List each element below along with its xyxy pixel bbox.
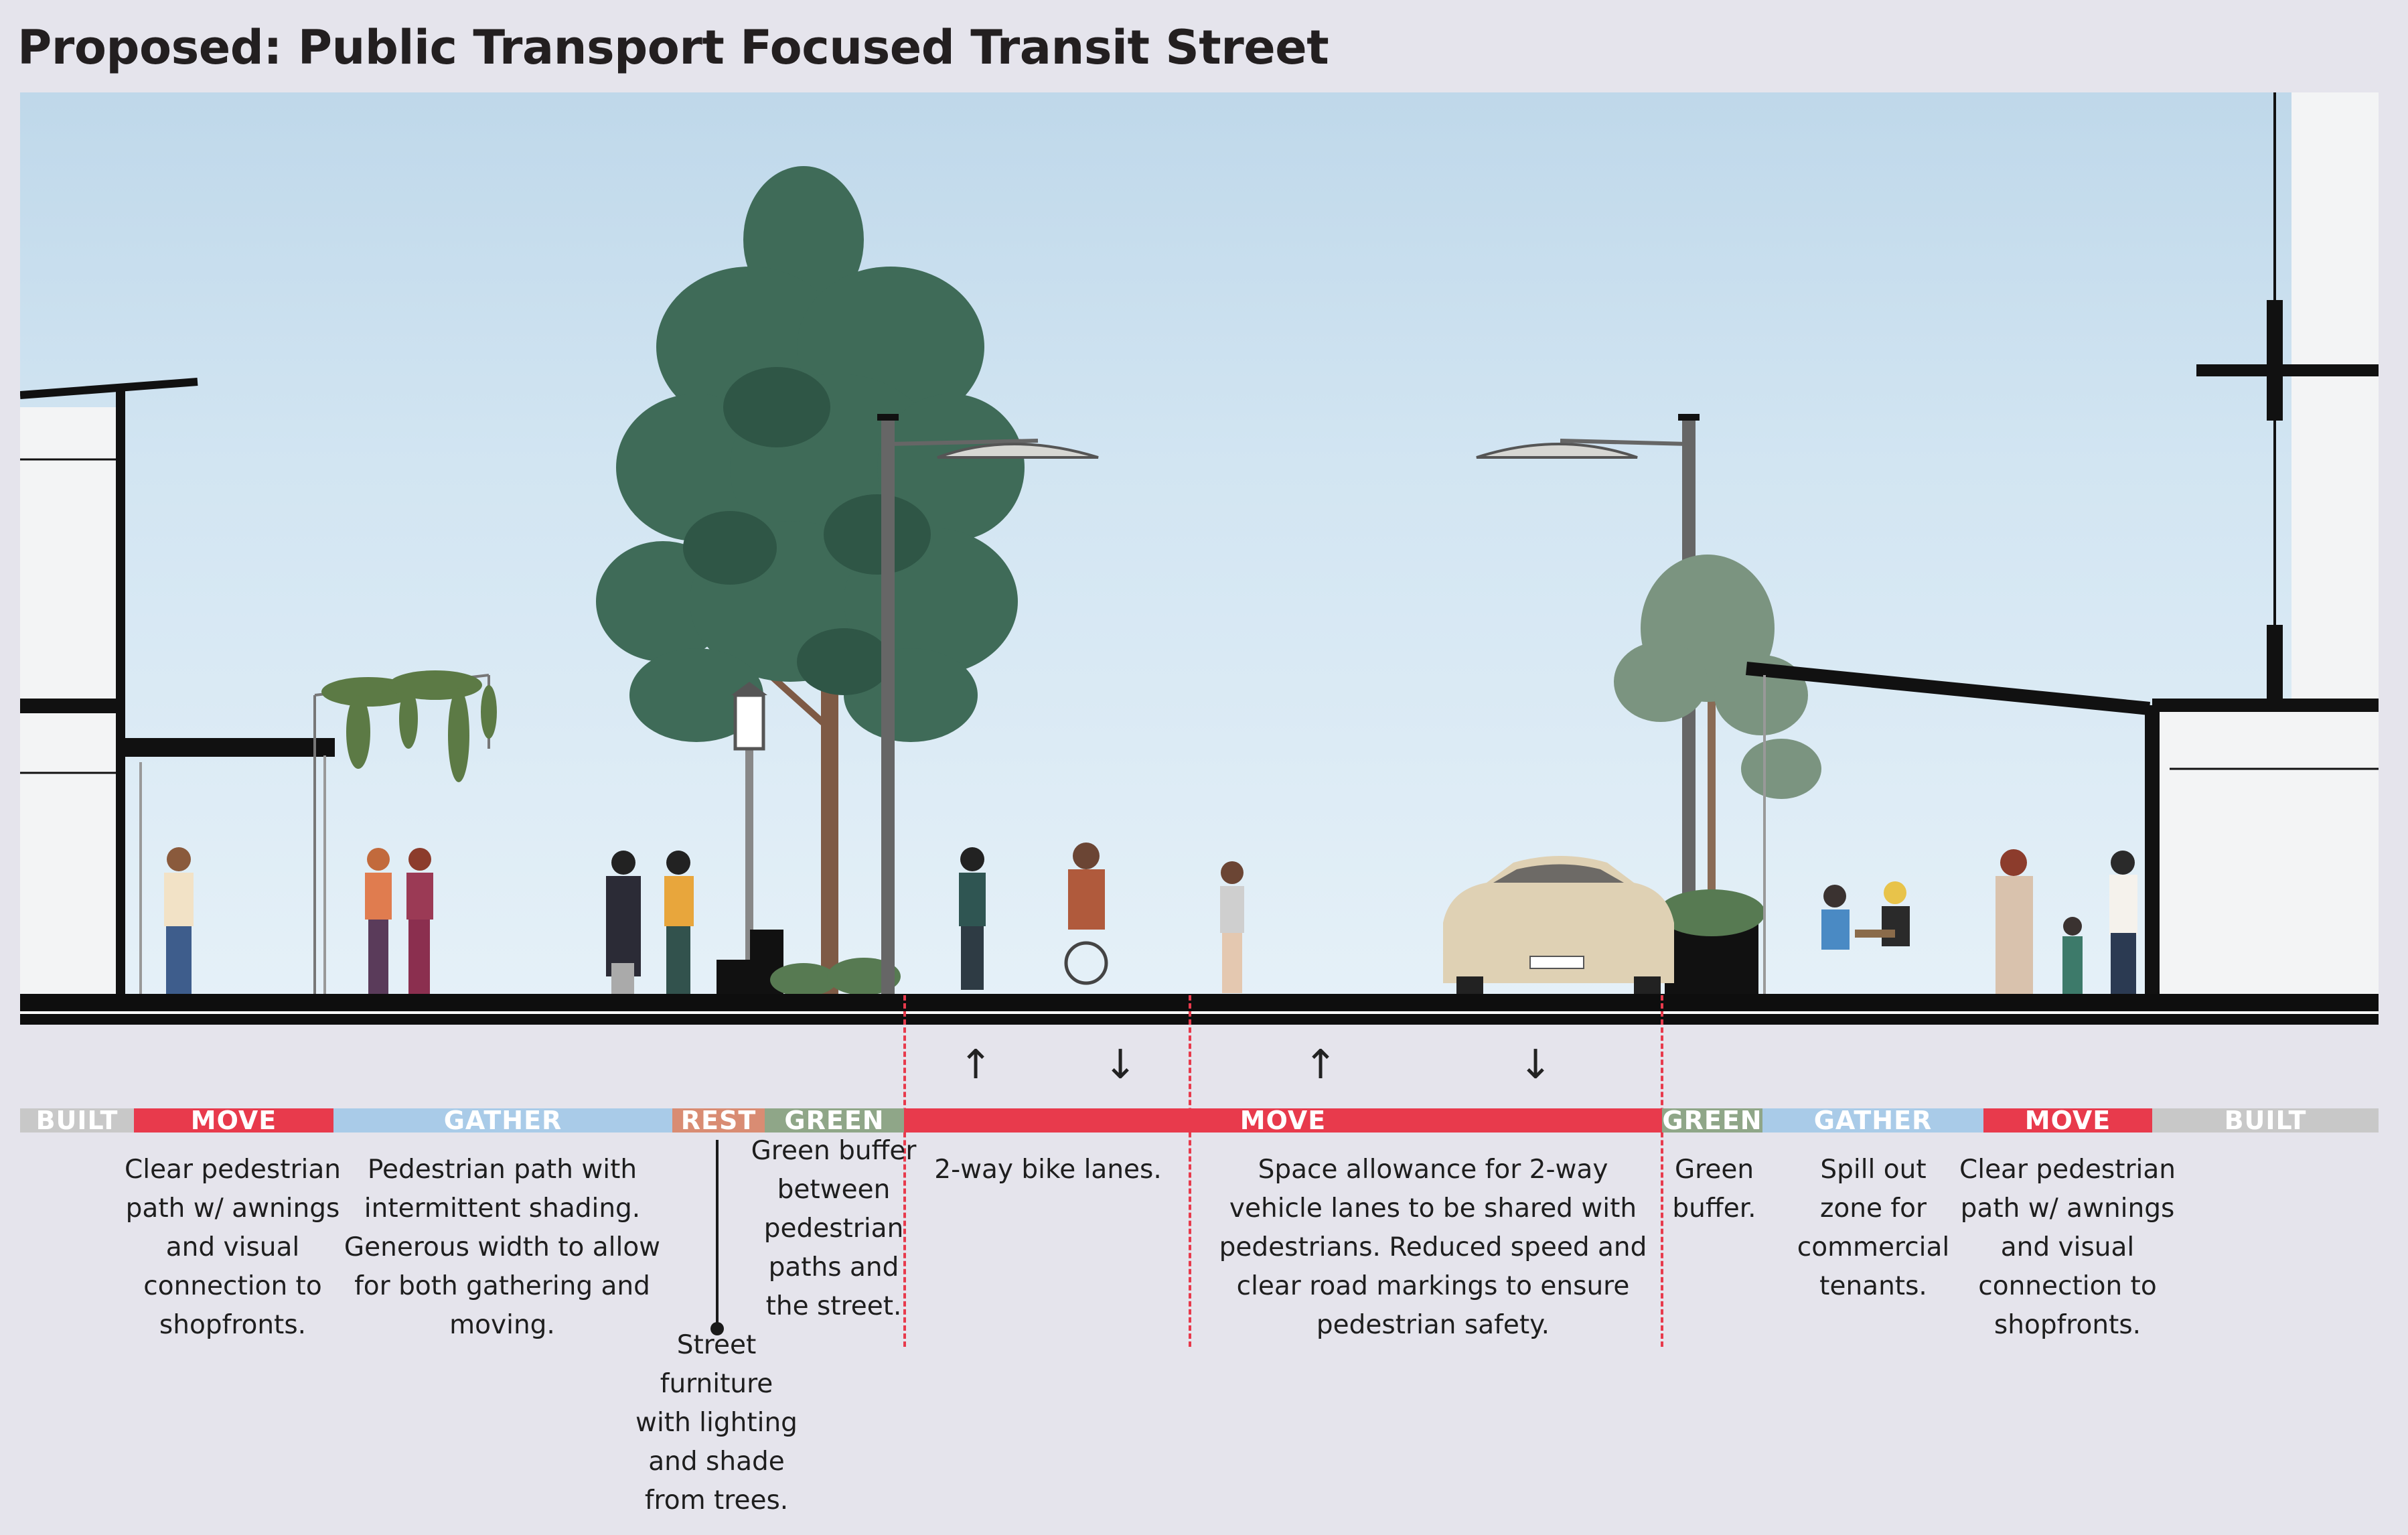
zone-divider: [1189, 995, 1191, 1347]
car: [1443, 856, 1674, 994]
zone-band-gather: GATHER: [333, 1108, 672, 1132]
people: [164, 843, 2137, 994]
zone-band-green: GREEN: [1662, 1108, 1762, 1132]
zone-divider: [1661, 995, 1663, 1347]
down-arrow-icon: ↓: [1519, 1041, 1553, 1088]
zone-description: Green buffer.: [1672, 1155, 1756, 1224]
right-building: [1746, 92, 2379, 994]
furniture-leader-dot: [710, 1322, 724, 1335]
up-arrow-icon: ↑: [1304, 1041, 1338, 1088]
street-light-left: [877, 414, 1099, 994]
zone-band-built: BUILT: [20, 1108, 134, 1132]
zone-band-move: MOVE: [1983, 1108, 2152, 1132]
zone-description: Clear pedestrian path w/ awnings and vis…: [1959, 1155, 2176, 1340]
zone-description: Spill out zone for commercial tenants.: [1797, 1155, 1950, 1301]
zone-band-move: MOVE: [904, 1108, 1662, 1132]
planter: [1658, 889, 1765, 997]
zone-description: Green buffer between pedestrian paths an…: [751, 1136, 917, 1321]
left-building: [20, 378, 335, 994]
zone-divider: [903, 995, 906, 1347]
zone-band-green: GREEN: [765, 1108, 904, 1132]
zone-band-built: BUILT: [2152, 1108, 2379, 1132]
heritage-lamp: [731, 682, 767, 994]
street-section-illustration: [20, 92, 2379, 1025]
tree: [596, 166, 1025, 997]
zone-description: 2-way bike lanes.: [934, 1155, 1162, 1185]
zone-description: Clear pedestrian path w/ awnings and vis…: [125, 1155, 341, 1340]
zone-band-move: MOVE: [134, 1108, 333, 1132]
ground-plane: [20, 994, 2379, 1025]
furniture-leader-line: [716, 1140, 719, 1327]
up-arrow-icon: ↑: [959, 1041, 993, 1088]
down-arrow-icon: ↓: [1104, 1041, 1138, 1088]
zone-description: Pedestrian path with intermittent shadin…: [344, 1155, 661, 1340]
zone-description: Street furniture with lighting and shade…: [635, 1330, 798, 1516]
zone-description: Space allowance for 2-way vehicle lanes …: [1219, 1155, 1647, 1340]
page-title: Proposed: Public Transport Focused Trans…: [17, 20, 1329, 75]
zone-band-rest: REST: [672, 1108, 765, 1132]
zone-band-gather: GATHER: [1762, 1108, 1983, 1132]
ground-line: [20, 1011, 2379, 1014]
vines: [321, 670, 497, 782]
